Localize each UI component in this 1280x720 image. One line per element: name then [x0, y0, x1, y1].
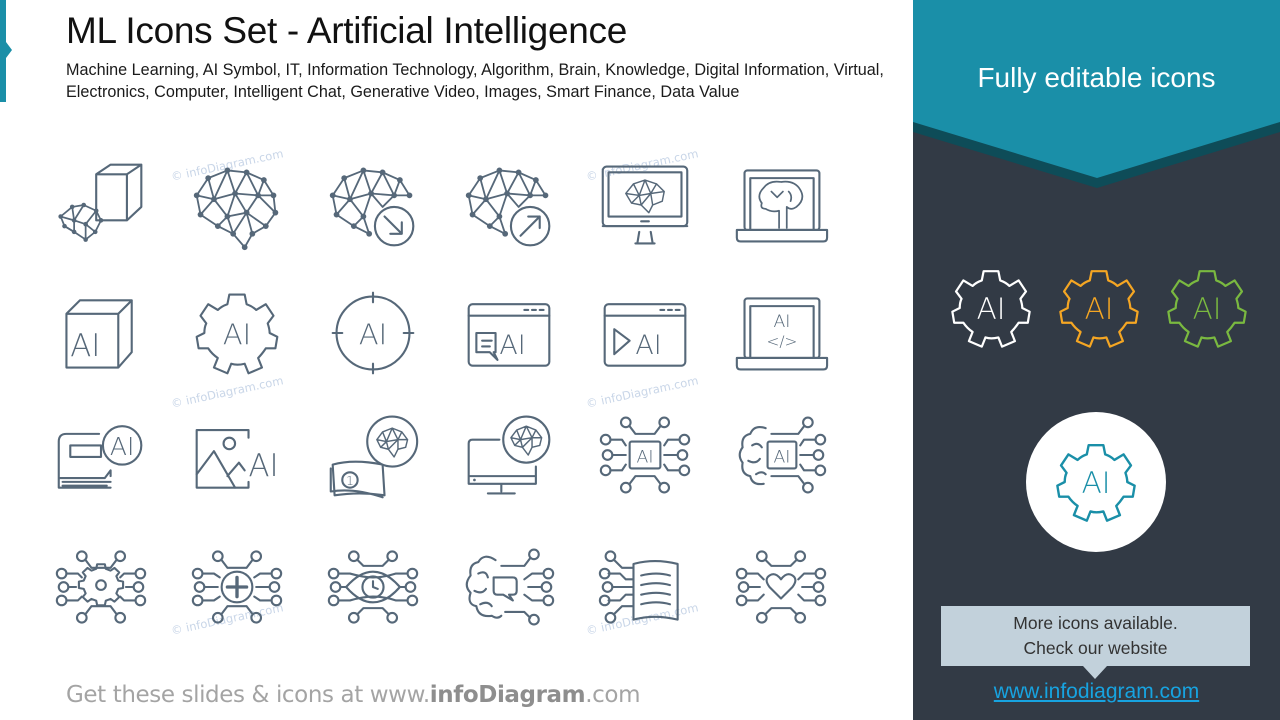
finance-coin-label: 1 [346, 473, 354, 488]
brain-chat-circuit-icon[interactable] [454, 532, 564, 642]
accent-bar [0, 0, 6, 102]
ai-gear-green-icon: AI [1167, 270, 1247, 348]
circuit-gear-icon[interactable] [46, 532, 156, 642]
accent-notch [6, 42, 12, 58]
gear-teal-label: AI [1082, 466, 1111, 500]
gear-white-label: AI [977, 292, 1006, 326]
laptop-ai-label: AI [774, 312, 791, 332]
laptop-ai-code-icon[interactable]: AI </> [726, 278, 836, 388]
circuit-plus-icon[interactable] [182, 532, 292, 642]
gear-color-variants: AI AI AI [913, 262, 1280, 362]
ai-gear-white-icon: AI [951, 270, 1031, 348]
chip-ai-label: AI [637, 448, 654, 468]
ai-gear-label: AI [223, 318, 251, 352]
ai-target-label: AI [359, 318, 387, 352]
right-panel: Fully editable icons AI AI AI AI More ic… [913, 0, 1280, 720]
footer-prefix: Get these slides & icons at www. [66, 682, 430, 708]
circuit-heart-icon[interactable] [726, 532, 836, 642]
callout-line-2: Check our website [1023, 638, 1168, 658]
laptop-code-label: </> [766, 332, 797, 350]
network-brain-arrow-down-icon[interactable] [318, 150, 428, 260]
laptop-brain-icon[interactable] [726, 150, 836, 260]
callout-line-1: More icons available. [1013, 613, 1178, 633]
more-icons-callout: More icons available. Check our website [941, 606, 1250, 666]
ai-cube-icon[interactable]: AI [46, 278, 156, 388]
brain-chip-ai-label: AI [774, 448, 791, 468]
footer-promo: Get these slides & icons at www.infoDiag… [66, 682, 640, 708]
smart-finance-icon[interactable]: 1 [318, 400, 428, 510]
ai-book-label: AI [110, 432, 134, 461]
brain-ai-chip-icon[interactable]: AI [726, 400, 836, 510]
ai-knowledge-book-icon[interactable]: AI [46, 400, 156, 510]
circuit-eye-icon[interactable] [318, 532, 428, 642]
ai-chat-window-icon[interactable]: AI [454, 278, 564, 388]
monitor-network-brain-icon[interactable] [590, 150, 700, 260]
footer-suffix: .com [585, 682, 641, 708]
gear-green-label: AI [1193, 292, 1222, 326]
ai-image-label: AI [249, 448, 279, 484]
page-title: ML Icons Set - Artificial Intelligence [66, 10, 627, 51]
gear-orange-label: AI [1085, 292, 1114, 326]
network-brain-icon[interactable] [182, 150, 292, 260]
callout-tip [1083, 666, 1107, 679]
network-brain-arrow-up-icon[interactable] [454, 150, 564, 260]
ai-image-icon[interactable]: AI [182, 400, 292, 510]
banner-title: Fully editable icons [977, 62, 1216, 93]
featured-icon-circle: AI [1026, 412, 1166, 552]
ai-target-icon[interactable]: AI [318, 278, 428, 388]
banner-chevron [913, 0, 1280, 188]
ai-video-window-icon[interactable]: AI [590, 278, 700, 388]
website-link[interactable]: www.infodiagram.com [993, 680, 1200, 703]
footer-brand: infoDiagram [429, 682, 586, 708]
ai-gear-teal-icon: AI [1056, 444, 1136, 522]
ai-video-label: AI [635, 330, 661, 361]
ai-cube-label: AI [70, 328, 100, 364]
ai-gear-icon[interactable]: AI [182, 278, 292, 388]
circuit-document-icon[interactable] [590, 532, 700, 642]
icon-grid: AI AI AI AI AI [46, 150, 866, 650]
ai-chip-circuit-icon[interactable]: AI [590, 400, 700, 510]
network-brain-cube-icon[interactable] [46, 150, 156, 260]
ai-chat-label: AI [499, 330, 525, 361]
ai-gear-orange-icon: AI [1059, 270, 1139, 348]
page-subtitle: Machine Learning, AI Symbol, IT, Informa… [66, 61, 884, 101]
monitor-brain-badge-icon[interactable] [454, 400, 564, 510]
